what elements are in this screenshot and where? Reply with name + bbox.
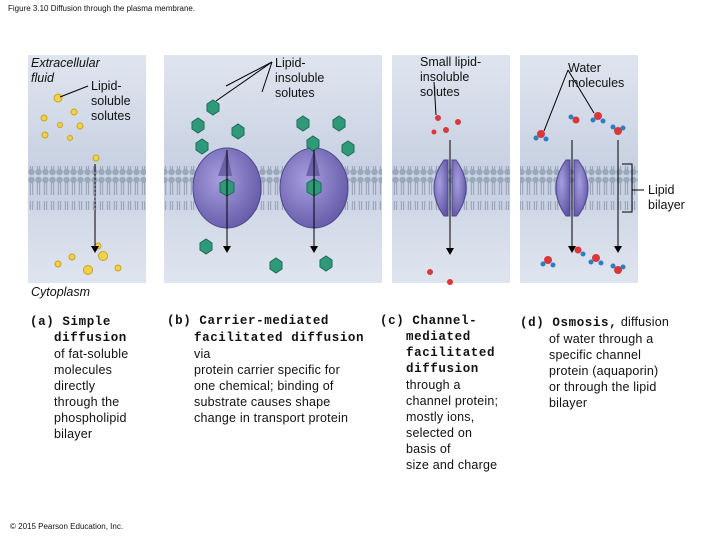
bilayer-a [28, 166, 146, 210]
caption-b: (b) Carrier-mediated facilitated diffusi… [167, 314, 365, 425]
caption-d: (d) Osmosis, diffusion of water through … [520, 315, 670, 410]
fluid-label: fluid [31, 71, 54, 85]
leader-lines [59, 61, 644, 213]
water-molecules [533, 112, 626, 274]
lipid-insoluble-solutes [191, 99, 355, 274]
lipid-bilayer-label: Lipid bilayer [648, 183, 685, 212]
water-molecules-label: Water molecules [568, 61, 625, 90]
lipid-soluble-label: Lipid- soluble solutes [91, 79, 131, 123]
small-ions [427, 115, 461, 285]
lipid-insoluble-label: Lipid- insoluble solutes [275, 56, 325, 100]
figure-title: Figure 3.10 Diffusion through the plasma… [8, 4, 196, 13]
caption-a: (a) Simple diffusion of fat-soluble mole… [30, 315, 129, 441]
copyright-notice: © 2015 Pearson Education, Inc. [10, 522, 124, 531]
bilayer-c [392, 166, 510, 210]
channel-protein [433, 159, 467, 217]
small-lipid-insoluble-label: Small lipid- insoluble solutes [420, 55, 482, 99]
extracellular-label: Extracellular [31, 56, 100, 70]
cytoplasm-label: Cytoplasm [31, 285, 91, 299]
caption-c: (c) Channel- mediated facilitated diffus… [380, 314, 499, 472]
aquaporin [555, 159, 589, 217]
